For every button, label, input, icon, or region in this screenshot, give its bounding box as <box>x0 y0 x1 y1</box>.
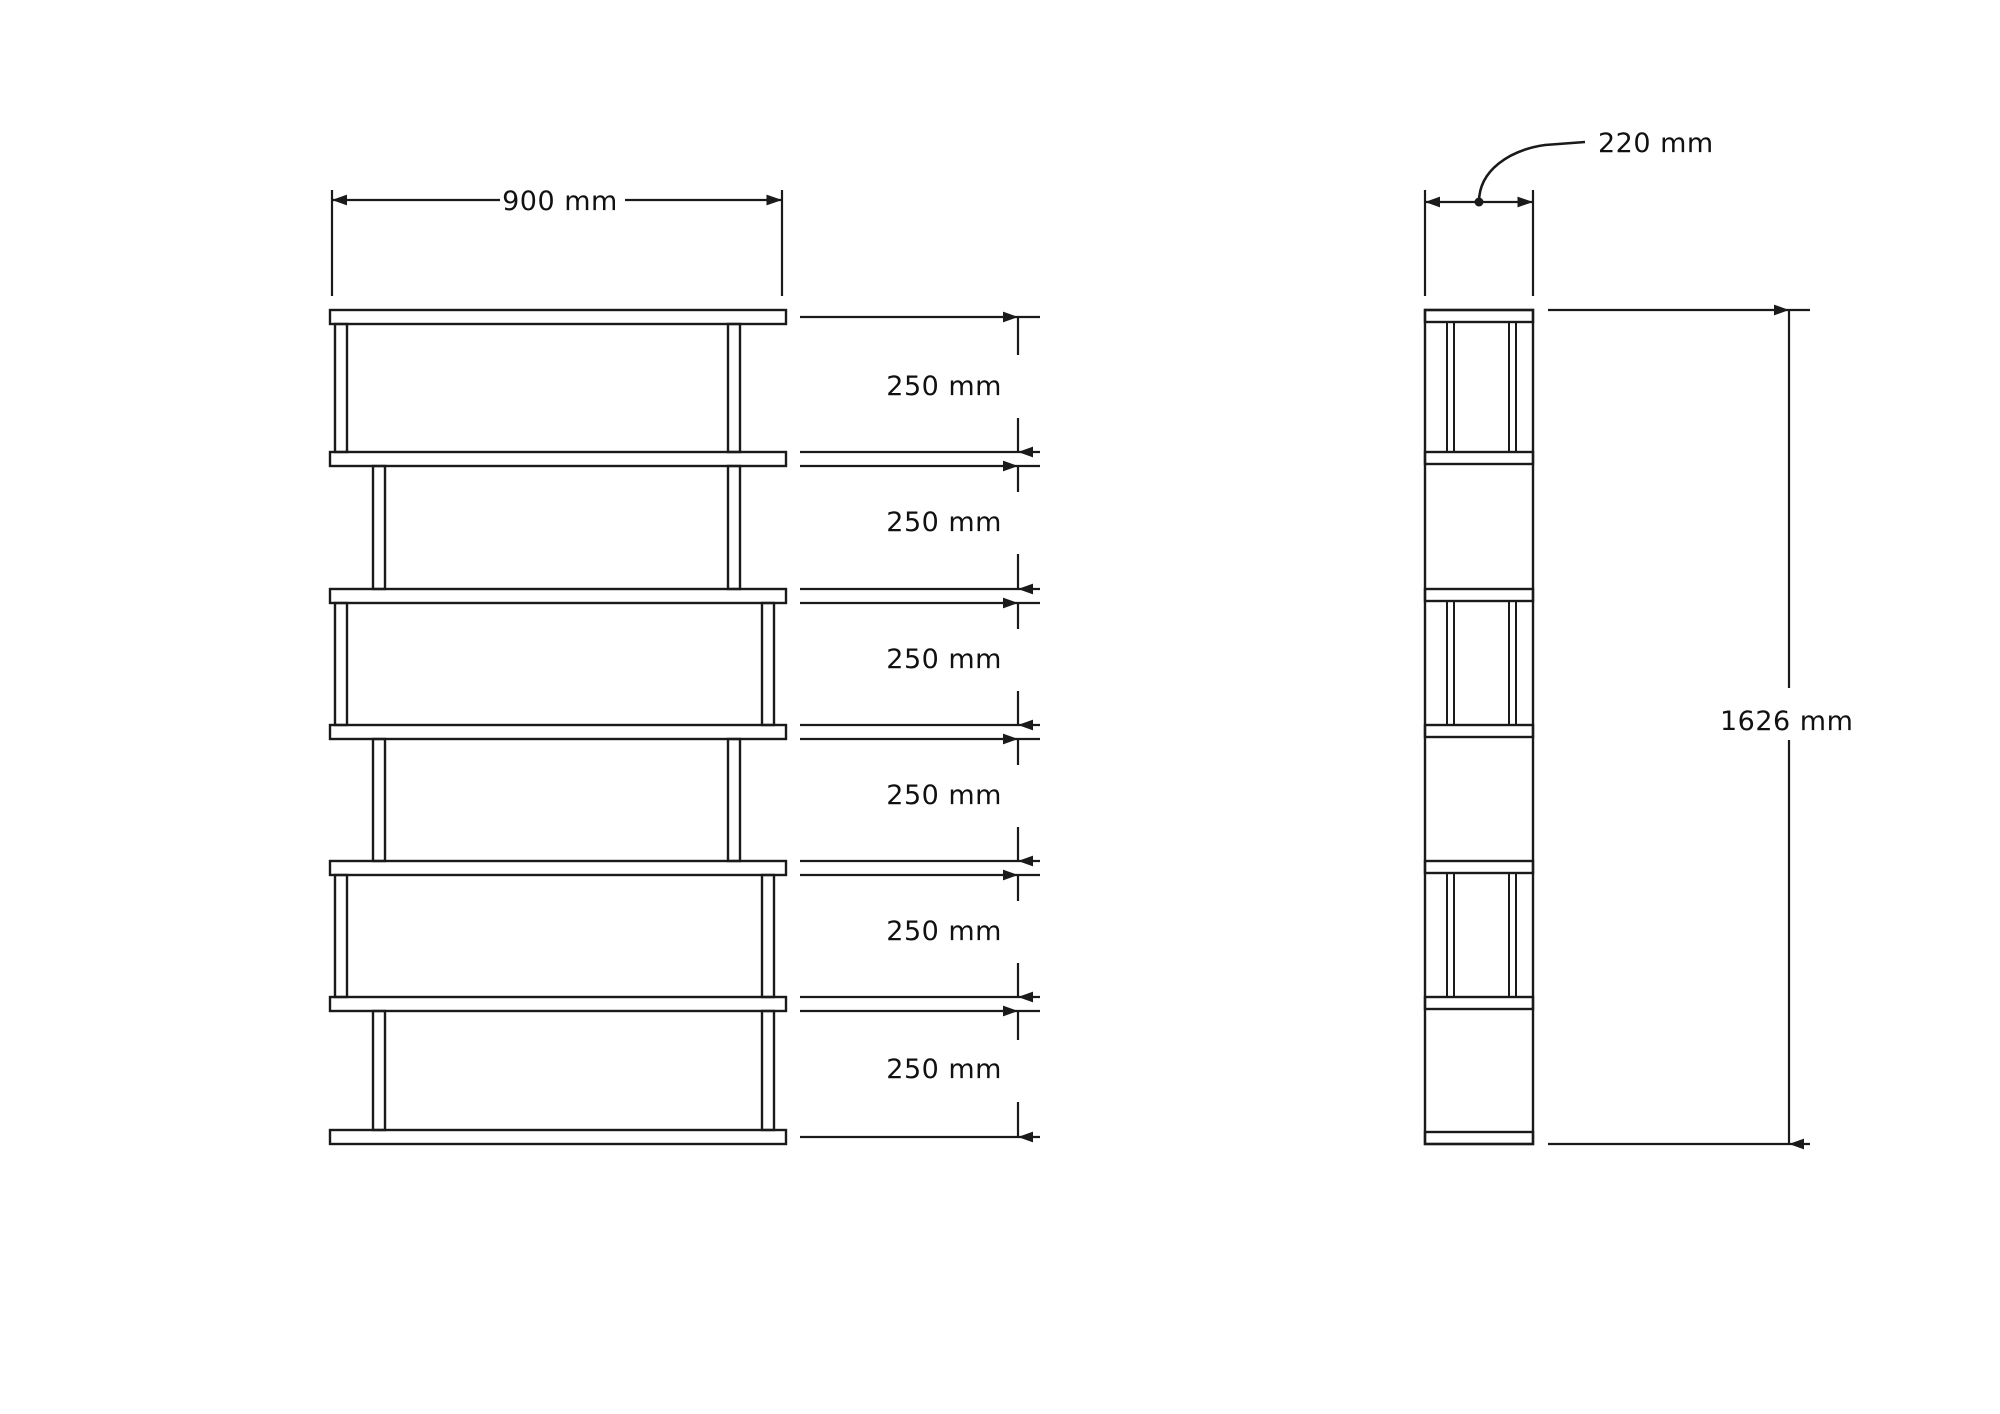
vertical-panel-bay3-right <box>760 601 776 727</box>
vertical-panel-bay2-left <box>371 464 387 591</box>
vertical-panel-bay4-right <box>726 737 742 863</box>
vertical-panel-bay4-left <box>371 737 387 863</box>
shelf-board-bottom <box>328 1128 788 1146</box>
vertical-panel-bay2-right <box>726 464 742 591</box>
side-shelf-top <box>1423 308 1535 324</box>
side-shelf-4 <box>1423 859 1535 875</box>
dimension-depth-220: 220 mm <box>1423 128 1714 296</box>
front-elevation-view <box>328 308 788 1146</box>
dimension-height-1626: 1626 mm <box>1548 304 1853 1150</box>
shelf-board-5 <box>328 995 788 1013</box>
spacing-dimension-label-4: 250 mm <box>886 780 1002 811</box>
side-panel-edges-bay5 <box>1446 873 1517 997</box>
side-shelf-1 <box>1423 450 1535 466</box>
shelf-board-3 <box>328 723 788 741</box>
vertical-panel-bay1-left <box>333 322 349 454</box>
shelf-board-2 <box>328 587 788 605</box>
spacing-dimension-4: 250 mm <box>886 733 1033 867</box>
side-shelf-3 <box>1423 723 1535 739</box>
spacing-dimension-label-1: 250 mm <box>886 371 1002 402</box>
spacing-dimension-label-5: 250 mm <box>886 916 1002 947</box>
side-panel-edges-bay3 <box>1446 601 1517 725</box>
spacing-dimension-label-3: 250 mm <box>886 644 1002 675</box>
spacing-dimension-6: 250 mm <box>886 1005 1033 1143</box>
vertical-panel-bay1-right <box>726 322 742 454</box>
vertical-panel-bay6-left <box>371 1009 387 1132</box>
dimension-width-900: 900 mm <box>330 186 784 296</box>
vertical-panel-bay6-right <box>760 1009 776 1132</box>
height-dimension-label: 1626 mm <box>1720 706 1853 737</box>
shelf-board-top <box>328 308 788 326</box>
spacing-dimension-5: 250 mm <box>886 869 1033 1003</box>
shelf-board-1 <box>328 450 788 468</box>
dimension-chain-shelf-spacings: 250 mm 250 mm 250 mm 250 mm <box>800 311 1040 1143</box>
depth-dimension-label: 220 mm <box>1598 128 1714 159</box>
spacing-witness-lines <box>800 315 1040 1139</box>
depth-leader-line <box>1477 140 1586 203</box>
width-dimension-label: 900 mm <box>502 186 618 217</box>
vertical-panel-bay3-left <box>333 601 349 727</box>
spacing-dimension-label-2: 250 mm <box>886 507 1002 538</box>
side-shelf-5 <box>1423 995 1535 1011</box>
side-elevation-view <box>1423 308 1535 1146</box>
side-shelf-bottom <box>1423 1130 1535 1146</box>
side-shelf-2 <box>1423 587 1535 603</box>
vertical-panel-bay5-left <box>333 873 349 999</box>
vertical-panel-bay5-right <box>760 873 776 999</box>
spacing-dimension-label-6: 250 mm <box>886 1054 1002 1085</box>
spacing-dimension-2: 250 mm <box>886 460 1033 595</box>
side-panel-edges-bay1 <box>1446 322 1517 452</box>
shelf-board-4 <box>328 859 788 877</box>
spacing-dimension-3: 250 mm <box>886 597 1033 731</box>
spacing-dimension-1: 250 mm <box>886 311 1033 458</box>
side-shelf-boards <box>1423 308 1535 1146</box>
